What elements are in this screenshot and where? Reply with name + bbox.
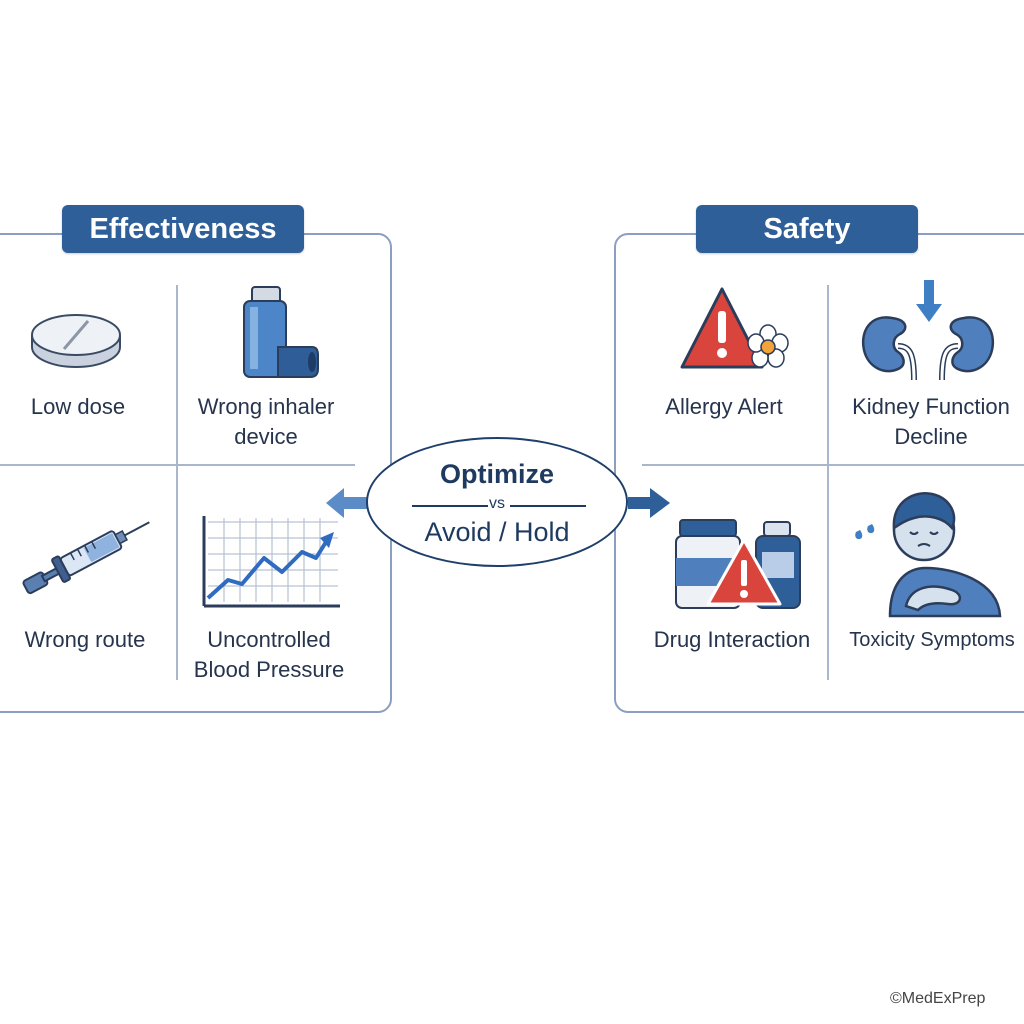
wrong-inhaler-device-label: Wrong inhaler device: [197, 394, 335, 449]
low-dose-label: Low dose: [30, 394, 126, 419]
optimize-vs-avoid-oval: Optimize vs Avoid / Hold: [366, 437, 628, 567]
wrong-route-label: Wrong route: [24, 627, 146, 652]
safety-horizontal-divider: [642, 464, 1024, 466]
safety-panel: [614, 233, 1024, 713]
left-arrow-icon: [326, 488, 370, 518]
pill-icon: [28, 305, 128, 375]
vs-label: vs: [489, 495, 505, 512]
kidney-function-decline-label: Kidney Function Decline: [852, 394, 1010, 449]
syringe-icon: [8, 512, 160, 602]
medicine-bottles-warning-icon: [672, 512, 808, 612]
right-arrow-icon: [628, 488, 670, 518]
copyright-credit: ©MedExPrep: [890, 990, 986, 1007]
effectiveness-vertical-divider: [176, 285, 178, 680]
uncontrolled-blood-pressure-label: Uncontrolled Blood Pressure: [193, 627, 345, 682]
vs-right-line: [510, 505, 586, 507]
allergy-alert-label: Allergy Alert: [665, 394, 783, 419]
drug-interaction-label: Drug Interaction: [653, 627, 811, 652]
rising-chart-icon: [198, 512, 346, 612]
toxicity-symptoms-label: Toxicity Symptoms: [849, 629, 1015, 651]
avoid-hold-label: Avoid / Hold: [424, 517, 570, 547]
safety-vertical-divider: [827, 285, 829, 680]
effectiveness-header: Effectiveness: [62, 205, 304, 253]
vs-left-line: [412, 505, 488, 507]
kidneys-down-arrow-icon: [858, 280, 998, 385]
warning-flower-icon: [678, 285, 800, 377]
effectiveness-horizontal-divider: [0, 464, 355, 466]
inhaler-icon: [234, 285, 324, 385]
optimize-label: Optimize: [439, 459, 554, 489]
safety-header: Safety: [696, 205, 918, 253]
sick-person-icon: [848, 484, 1004, 619]
effectiveness-panel: [0, 233, 392, 713]
